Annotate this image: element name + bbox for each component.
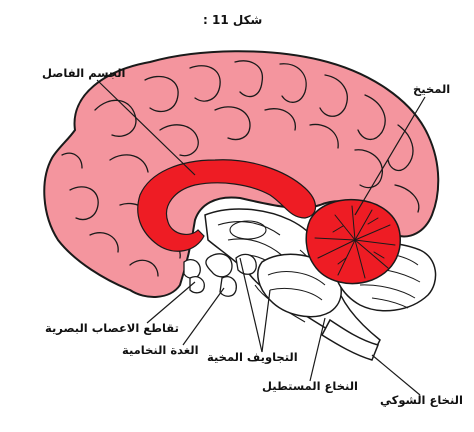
label-ventricles: التجاويف المخية (207, 350, 298, 364)
label-cerebellum: المخيخ (413, 82, 451, 96)
leader-spinal-cord (371, 354, 421, 396)
leader-corpus-callosum (96, 79, 196, 176)
leader-cerebellum (354, 96, 426, 216)
optic-chiasm (183, 258, 205, 294)
leader-ventricles (239, 257, 263, 353)
label-medulla: النخاع المستطيل (262, 379, 358, 393)
leader-medulla (309, 317, 326, 382)
leader-pituitary (182, 287, 225, 346)
leader-lines (96, 79, 426, 396)
label-pituitary: الغدة النخامية (122, 343, 199, 357)
label-spinal-cord: النخاع الشوكي (380, 393, 463, 407)
leader-optic-chiasm (146, 281, 196, 324)
pituitary-gland (205, 253, 257, 297)
cerebellum (305, 198, 401, 285)
spinal-cord (321, 318, 380, 361)
pons-details (267, 271, 326, 301)
label-optic-chiasm: تقاطع الاعصاب البصرية (45, 321, 179, 335)
cerebellum-folia (314, 205, 396, 279)
leader-ventricles-2 (261, 289, 271, 353)
label-corpus-callosum: الجسم الفاصل (42, 66, 126, 80)
corpus-callosum (137, 159, 317, 252)
figure-title: شكل 11 : (203, 13, 263, 27)
